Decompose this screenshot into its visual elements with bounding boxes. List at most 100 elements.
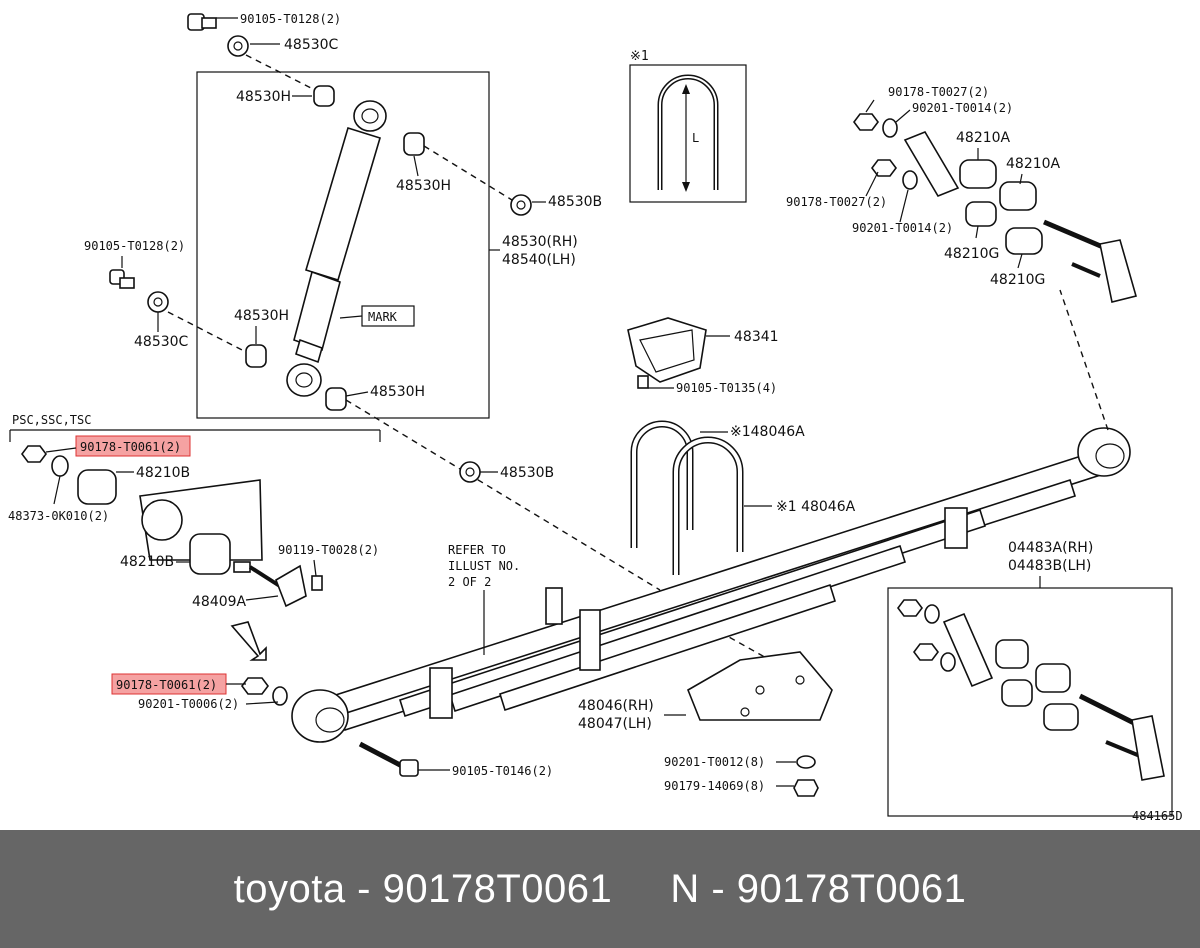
label-nut-t0061-top[interactable]: 90178-T0061(2) (80, 440, 181, 454)
ref-mark: ※1 (630, 49, 649, 64)
label-bush-h1[interactable]: 48530H (236, 89, 291, 105)
bushing-icon (403, 132, 425, 156)
washer-icon (902, 170, 918, 190)
label-washer-t0006[interactable]: 90201-T0006(2) (138, 697, 239, 711)
shackle-plate-icon (942, 612, 994, 688)
label-bush-h4[interactable]: 48530H (370, 384, 425, 400)
label-bolt-top[interactable]: 90105-T0128(2) (240, 12, 341, 26)
washer-icon (272, 686, 288, 706)
label-washer-b1[interactable]: 48530B (548, 194, 602, 210)
label-shackle-lh[interactable]: 04483B(LH) (1008, 558, 1091, 574)
mark-callout (361, 305, 415, 327)
label-shock-lh[interactable]: 48540(LH) (502, 252, 576, 268)
label-spring-rh[interactable]: 48046(RH) (578, 698, 654, 714)
label-bush-210g-2[interactable]: 48210G (990, 272, 1045, 288)
label-ubolt-1[interactable]: ※148046A (730, 424, 805, 440)
shackle-plate-icon (275, 564, 307, 608)
washer-icon (940, 652, 956, 672)
label-ubolt-2[interactable]: ※1 48046A (776, 499, 856, 515)
label-bumper[interactable]: 48341 (734, 329, 779, 345)
washer-icon (924, 604, 940, 624)
label-bolt-left[interactable]: 90105-T0128(2) (84, 239, 185, 253)
nut-icon (793, 779, 819, 797)
bushing-icon (77, 469, 117, 505)
washer-icon (227, 35, 249, 57)
label-nut-t0061-bottom[interactable]: 90178-T0061(2) (116, 678, 217, 692)
label-nut-t0027-a[interactable]: 90178-T0027(2) (888, 85, 989, 99)
spring-seat (686, 651, 833, 721)
washer-icon (510, 194, 532, 216)
bolt-icon (358, 741, 419, 777)
bolt-icon (311, 575, 323, 591)
nut-icon (853, 113, 879, 131)
footer-text: toyota - 90178T0061 N - 90178T0061 (233, 866, 967, 911)
label-bush-210g-1[interactable]: 48210G (944, 246, 999, 262)
label-pin-0k010[interactable]: 48373-0K010(2) (8, 509, 109, 523)
bolt-icon (187, 13, 217, 31)
refer-note-line3: 2 OF 2 (448, 575, 491, 589)
label-washer-t0012[interactable]: 90201-T0012(8) (664, 755, 765, 769)
nut-icon (871, 159, 897, 177)
label-shock-rh[interactable]: 48530(RH) (502, 234, 578, 250)
bolt-icon (637, 375, 649, 389)
bushing-icon (1043, 703, 1079, 731)
label-spring-lh[interactable]: 48047(LH) (578, 716, 652, 732)
leaf-spring (291, 427, 1131, 743)
bushing-icon (995, 639, 1029, 669)
washer-icon (882, 118, 898, 138)
parts-diagram: MARK ※1 L (8, 12, 1183, 823)
shackle-plate-icon (1099, 239, 1137, 303)
shackle-plate-icon (1131, 715, 1165, 781)
bushing-icon (999, 181, 1037, 211)
ubolt-dimension-frame (629, 64, 747, 203)
shock-absorber (286, 100, 387, 397)
nut-icon (913, 643, 939, 661)
shackle-kit-frame (887, 587, 1173, 817)
bolt-icon (109, 269, 135, 289)
washer-icon (796, 755, 816, 769)
ubolt-icon (630, 420, 694, 548)
bushing-icon (325, 387, 347, 411)
refer-note-line1: REFER TO (448, 543, 506, 557)
refer-note-line2: ILLUST NO. (448, 559, 520, 573)
psc-note: PSC,SSC,TSC (12, 413, 91, 427)
bushing-icon (959, 159, 997, 189)
nut-icon (897, 599, 923, 617)
bushing-icon (965, 201, 997, 227)
label-bush-210a-2[interactable]: 48210A (1006, 156, 1061, 172)
label-washer-left[interactable]: 48530C (134, 334, 189, 350)
label-bolt-t0028[interactable]: 90119-T0028(2) (278, 543, 379, 557)
bump-stopper (627, 317, 707, 383)
label-washer-t0014-b[interactable]: 90201-T0014(2) (852, 221, 953, 235)
bushing-icon (1005, 227, 1043, 255)
label-washer-b2[interactable]: 48530B (500, 465, 554, 481)
label-bumper-bolt[interactable]: 90105-T0135(4) (676, 381, 777, 395)
label-bolt-t0146[interactable]: 90105-T0146(2) (452, 764, 553, 778)
mark-label: MARK (368, 310, 398, 324)
label-washer-top[interactable]: 48530C (284, 37, 339, 53)
label-bush-h2[interactable]: 48530H (396, 178, 451, 194)
label-nut-14069[interactable]: 90179-14069(8) (664, 779, 765, 793)
bolt-icon (1043, 219, 1111, 278)
nut-icon (241, 677, 269, 695)
label-shackle-rh[interactable]: 04483A(RH) (1008, 540, 1093, 556)
label-bush-210b-2[interactable]: 48210B (120, 554, 174, 570)
label-hanger[interactable]: 48409A (192, 594, 247, 610)
shock-absorber-group-frame (196, 71, 490, 419)
ubolt-dimension-label: L (692, 131, 699, 145)
label-bush-210a-1[interactable]: 48210A (956, 130, 1011, 146)
label-nut-t0027-b[interactable]: 90178-T0027(2) (786, 195, 887, 209)
label-bush-h3[interactable]: 48530H (234, 308, 289, 324)
bushing-icon (245, 344, 267, 368)
bushing-icon (313, 85, 335, 107)
frame-bracket (139, 479, 263, 561)
label-washer-t0014-a[interactable]: 90201-T0014(2) (912, 101, 1013, 115)
arrow-icon (230, 621, 267, 661)
washer-icon (51, 455, 69, 477)
label-bush-210b-1[interactable]: 48210B (136, 465, 190, 481)
washer-icon (459, 461, 481, 483)
bushing-icon (189, 533, 231, 575)
ubolt-icon (672, 436, 744, 575)
bushing-icon (1001, 679, 1033, 707)
washer-icon (147, 291, 169, 313)
